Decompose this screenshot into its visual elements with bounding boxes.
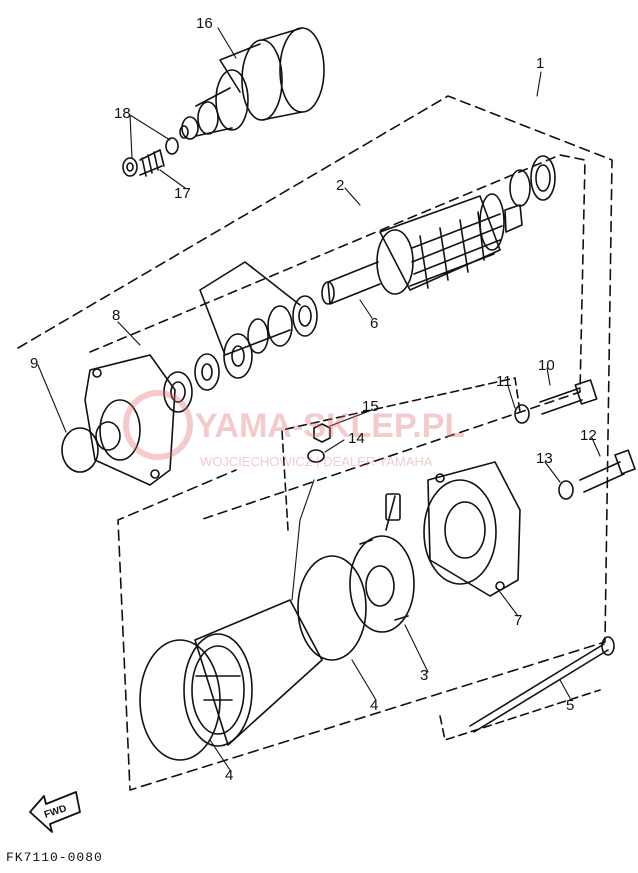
- brush-holder: [349, 493, 415, 633]
- callout-9: 9: [30, 355, 38, 372]
- leader-lines: [37, 27, 601, 771]
- callout-11: 11: [496, 373, 512, 390]
- callout-16: 16: [196, 15, 213, 32]
- watermark: YAMA-SKLEP.PL WOJCIECHOWICZ | DEALER YAM…: [123, 390, 465, 469]
- callout-6: 6: [370, 315, 378, 332]
- watermark-brand: YAMA-SKLEP.PL: [195, 407, 465, 445]
- callout-17: 17: [174, 185, 191, 202]
- callout-15: 15: [362, 398, 379, 415]
- callout-2: 2: [336, 177, 344, 194]
- armature: [321, 193, 523, 305]
- through-bolt: [469, 636, 615, 733]
- spring-and-washer: [122, 137, 179, 177]
- o-ring: [61, 427, 99, 473]
- watermark-logo-icon: [123, 390, 193, 460]
- callout-10: 10: [538, 357, 555, 374]
- callout-13: 13: [536, 450, 553, 467]
- callout-14: 14: [348, 430, 365, 447]
- bracket-5: [439, 689, 601, 741]
- callout-8: 8: [112, 307, 120, 324]
- bracket-15-14: [281, 377, 521, 531]
- callout-4a: 4: [370, 697, 378, 714]
- rear-cover: [423, 461, 521, 597]
- bolts: [514, 379, 636, 500]
- drive-clutch-assembly: [179, 27, 325, 140]
- callout-7: 7: [514, 612, 522, 629]
- watermark-tagline: WOJCIECHOWICZ | DEALER YAMAHA: [200, 454, 433, 469]
- callout-12: 12: [580, 427, 597, 444]
- shims-top: [509, 155, 556, 207]
- fwd-arrow-icon: [29, 791, 81, 833]
- yoke: [139, 555, 367, 761]
- front-cover: [61, 354, 176, 486]
- callout-3: 3: [420, 667, 428, 684]
- callout-4b: 4: [225, 767, 233, 784]
- diagram-code: FK7110-0080: [6, 850, 103, 865]
- nut-and-washer: [307, 423, 331, 463]
- shaft-washers: [163, 261, 318, 413]
- inner-boundary: [89, 154, 586, 521]
- callout-18: 18: [114, 105, 131, 122]
- assembly-boundary: [17, 95, 613, 791]
- callout-5: 5: [566, 697, 574, 714]
- callout-1: 1: [536, 55, 544, 72]
